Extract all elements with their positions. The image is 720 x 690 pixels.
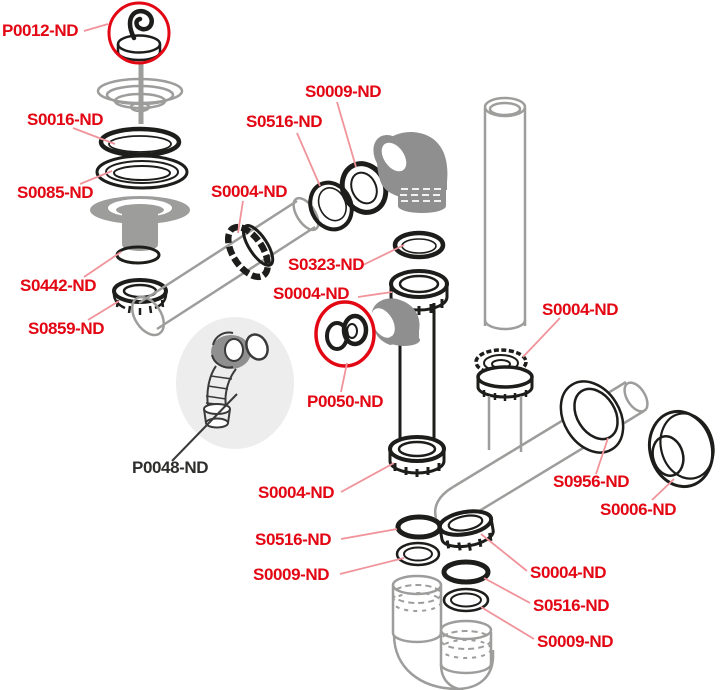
part-label-s0442-nd: S0442-ND (20, 276, 97, 295)
part-label-s0016-nd: S0016-ND (27, 110, 104, 129)
part-elbow (373, 131, 448, 213)
part-plug (116, 9, 162, 62)
part-label-s0006-nd: S0006-ND (600, 500, 677, 519)
part-cup-right (439, 619, 493, 690)
leader-lines (72, 23, 675, 640)
part-ring-s0516-bottom-right (441, 559, 491, 585)
part-stem-washer-plate (96, 62, 184, 124)
part-nut-trap-bottom-s0004 (388, 435, 446, 477)
part-label-p0012-nd: P0012-ND (2, 21, 79, 40)
part-tee-collar (476, 365, 534, 401)
part-ring-s0516-bottom-left (395, 514, 443, 540)
part-label-s0004-nd-right-pipe: S0004-ND (542, 300, 619, 319)
part-seal-ring-s0016 (98, 126, 182, 158)
highlight-circle-seal-set (314, 300, 376, 368)
part-label-s0009-nd-top: S0009-ND (305, 82, 382, 101)
part-rosette-s0006 (647, 409, 715, 489)
part-inlet-elbow (371, 298, 420, 346)
part-nut-outlet-s0004 (437, 509, 495, 551)
part-label-s0516-nd-bottom-right: S0516-ND (533, 596, 610, 615)
part-oring-s0009-bottom-left (395, 541, 441, 567)
part-label-s0004-nd-trap-top: S0004-ND (273, 284, 350, 303)
part-nut-tailpipe-s0004 (224, 223, 275, 281)
part-oring-s0009-bottom-right (442, 587, 490, 613)
part-cup-left (391, 574, 443, 644)
part-gasket-s0085 (95, 154, 189, 190)
part-label-s0085-nd: S0085-ND (17, 183, 94, 202)
part-label-s0516-nd-bottom-left: S0516-ND (255, 530, 332, 549)
part-tail-pipe (130, 196, 320, 337)
part-seal-set-p0050 (325, 313, 369, 351)
part-label-s0004-nd-outlet: S0004-ND (530, 563, 607, 582)
part-label-s0859-nd: S0859-ND (28, 319, 105, 338)
part-label-s0004-nd-trap-bottom: S0004-ND (258, 483, 335, 502)
part-drain-body (90, 196, 190, 251)
part-label-s0009-nd-bottom-right: S0009-ND (537, 632, 614, 651)
part-label-p0050-nd: P0050-ND (307, 392, 384, 411)
part-wall-flange-s0956 (559, 380, 625, 454)
part-label-s0956-nd: S0956-ND (553, 472, 630, 491)
part-label-s0516-nd-top: S0516-ND (246, 112, 323, 131)
part-appliance-hose-spotlight (176, 317, 294, 449)
part-pipe-end (623, 381, 649, 413)
part-label-s0323-nd: S0323-ND (288, 255, 365, 274)
highlight-circle-plug (107, 1, 171, 65)
part-label-s0009-nd-bottom-left: S0009-ND (253, 565, 330, 584)
part-label-s0004-nd-tailpipe: S0004-ND (211, 182, 288, 201)
part-vertical-pipe (483, 96, 527, 331)
part-label-p0048-nd: P0048-ND (132, 458, 209, 477)
